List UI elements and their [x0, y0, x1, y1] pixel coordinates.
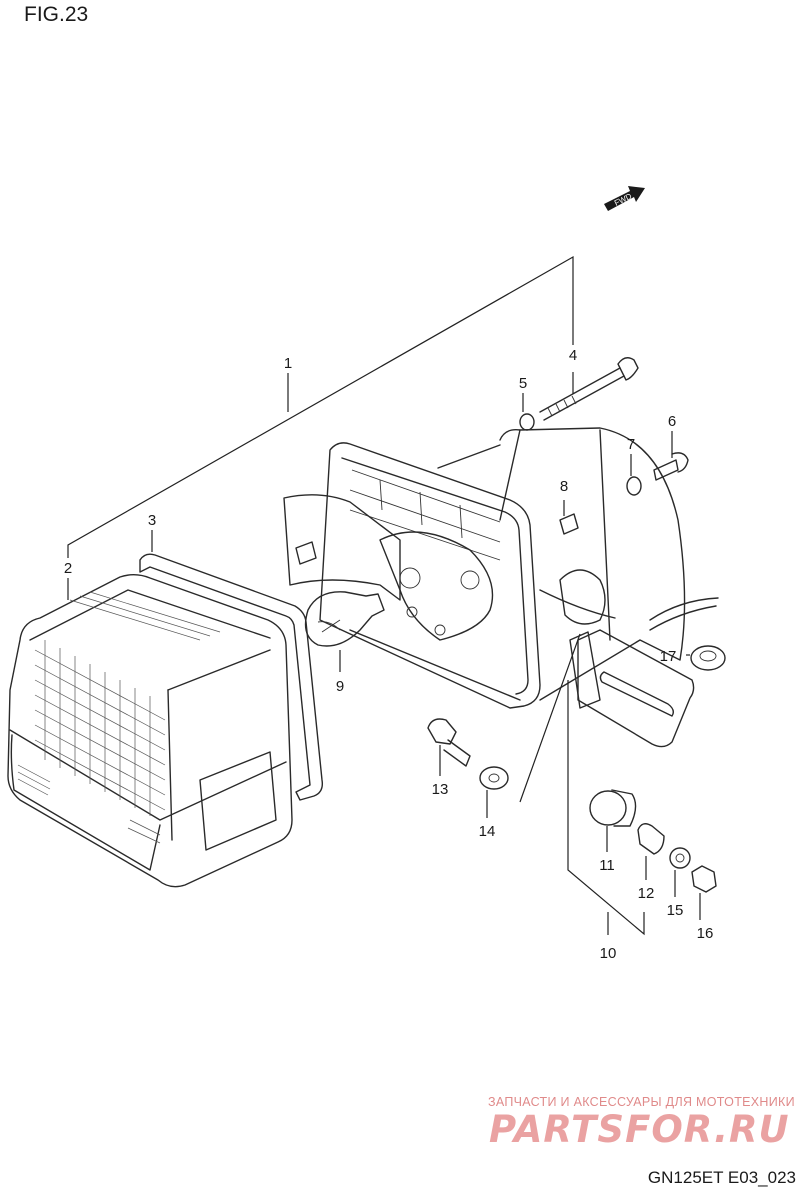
callout-5: 5: [519, 375, 527, 392]
callout-11: 11: [599, 857, 615, 874]
fwd-label: FWD: [613, 192, 634, 208]
callout-10: 10: [600, 945, 617, 962]
collar-8: [559, 513, 579, 535]
license-bracket: [569, 629, 695, 748]
callout-4: 4: [569, 347, 577, 364]
washer-15: [669, 847, 691, 869]
callout-8: 8: [560, 478, 568, 495]
drawing-id: GN125ET E03_023: [647, 1168, 796, 1187]
callout-3: 3: [148, 512, 156, 529]
watermark-tagline: ЗАПЧАСТИ И АКСЕССУАРЫ ДЛЯ МОТОТЕХНИКИ: [488, 1095, 795, 1109]
bulb: [304, 591, 385, 647]
callout-13: 13: [432, 781, 449, 798]
callout-6: 6: [668, 413, 676, 430]
callout-14: 14: [479, 823, 496, 840]
callout-15: 15: [667, 902, 684, 919]
washer-7: [626, 476, 642, 496]
callout-16: 16: [697, 925, 714, 942]
fwd-arrow-icon: FWD: [604, 186, 645, 211]
screw-13: [427, 718, 471, 767]
lamp-housing: [283, 427, 719, 709]
watermark-logo: PARTSFOR.RU: [489, 1108, 790, 1151]
callout-17: 17: [660, 648, 677, 665]
figure-title: FIG.23: [24, 3, 89, 26]
nut-16: [691, 865, 717, 893]
callout-7: 7: [627, 436, 635, 453]
callout-9: 9: [336, 678, 344, 695]
gasket: [139, 553, 324, 801]
grommet-17: [690, 645, 726, 671]
bolt-long: [539, 357, 639, 421]
callout-2: 2: [64, 560, 72, 577]
bolt-6: [653, 452, 689, 481]
collar-12: [637, 823, 665, 855]
grommet-11: [589, 789, 637, 827]
leader-lines: [67, 255, 701, 936]
washer-5: [519, 413, 535, 431]
callout-1: 1: [284, 355, 292, 372]
washer-14: [479, 766, 509, 790]
tail-lamp-lens: [7, 574, 293, 888]
callout-labels: 1 2 3 4 5 6 7 8 9 10 11 12 13 14 15 16 1…: [64, 347, 714, 962]
callout-12: 12: [638, 885, 655, 902]
